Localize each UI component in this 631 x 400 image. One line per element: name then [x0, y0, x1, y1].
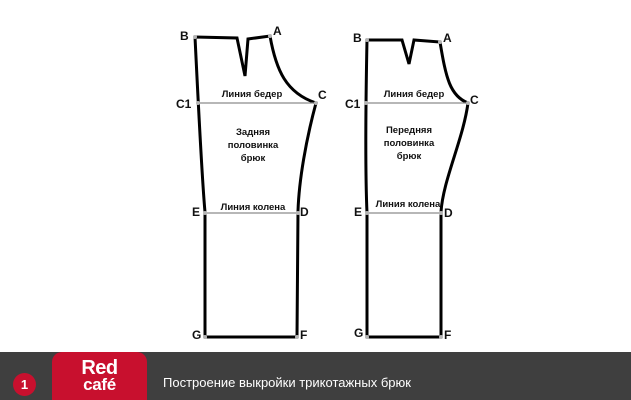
back-point-dot — [196, 101, 200, 105]
back-point-dot — [193, 35, 197, 39]
front-title-line: половинка — [384, 138, 435, 149]
back-half-pattern: B A C1 C E D G F Линия бедер Линия колен… — [176, 24, 327, 342]
front-point-dot — [364, 101, 368, 105]
back-title-line: половинка — [228, 140, 279, 151]
back-point-dot — [203, 211, 207, 215]
front-point-dot — [439, 211, 443, 215]
back-hip-line-label: Линия бедер — [222, 89, 283, 100]
back-point-dot — [295, 335, 299, 339]
back-point-e: E — [192, 205, 200, 219]
redcafe-logo[interactable]: Red café — [52, 352, 147, 400]
back-point-a: A — [273, 24, 282, 38]
back-point-f: F — [300, 328, 307, 342]
back-half-outline — [193, 34, 318, 339]
front-point-b: B — [353, 31, 362, 45]
front-point-c1: C1 — [345, 97, 361, 111]
pattern-diagram: B A C1 C E D G F Линия бедер Линия колен… — [176, 24, 479, 342]
front-point-dot — [365, 38, 369, 42]
front-point-e: E — [354, 205, 362, 219]
back-knee-line-label: Линия колена — [221, 202, 286, 213]
back-point-c: C — [318, 88, 327, 102]
front-point-f: F — [444, 328, 451, 342]
front-point-g: G — [354, 326, 363, 340]
logo-line-1: Red — [81, 357, 118, 380]
front-point-dot — [466, 101, 470, 105]
front-hip-line-label: Линия бедер — [384, 89, 445, 100]
image-caption: Построение выкройки трикотажных брюк — [163, 375, 411, 390]
back-point-b: B — [180, 29, 189, 43]
back-point-dot — [296, 211, 300, 215]
back-point-c1: C1 — [176, 97, 192, 111]
front-title-line: Передняя — [386, 125, 432, 136]
back-point-g: G — [192, 328, 201, 342]
front-point-dot — [439, 335, 443, 339]
front-point-d: D — [444, 206, 453, 220]
back-title-line: брюк — [241, 153, 266, 164]
front-point-dot — [365, 335, 369, 339]
front-point-dot — [438, 40, 442, 44]
back-point-d: D — [300, 205, 309, 219]
back-title-line: Задняя — [236, 127, 270, 138]
front-knee-line-label: Линия колена — [376, 199, 441, 210]
front-point-c: C — [470, 93, 479, 107]
back-point-dot — [268, 34, 272, 38]
slide-number-badge: 1 — [13, 373, 36, 396]
back-point-dot — [314, 101, 318, 105]
back-point-dot — [203, 335, 207, 339]
front-title-line: брюк — [397, 151, 422, 162]
front-point-a: A — [443, 31, 452, 45]
front-half-outline — [364, 38, 470, 339]
front-point-dot — [365, 211, 369, 215]
front-half-pattern: B A C1 C E D G F Линия бедер Линия колен… — [345, 31, 479, 342]
logo-line-2: café — [83, 375, 116, 395]
